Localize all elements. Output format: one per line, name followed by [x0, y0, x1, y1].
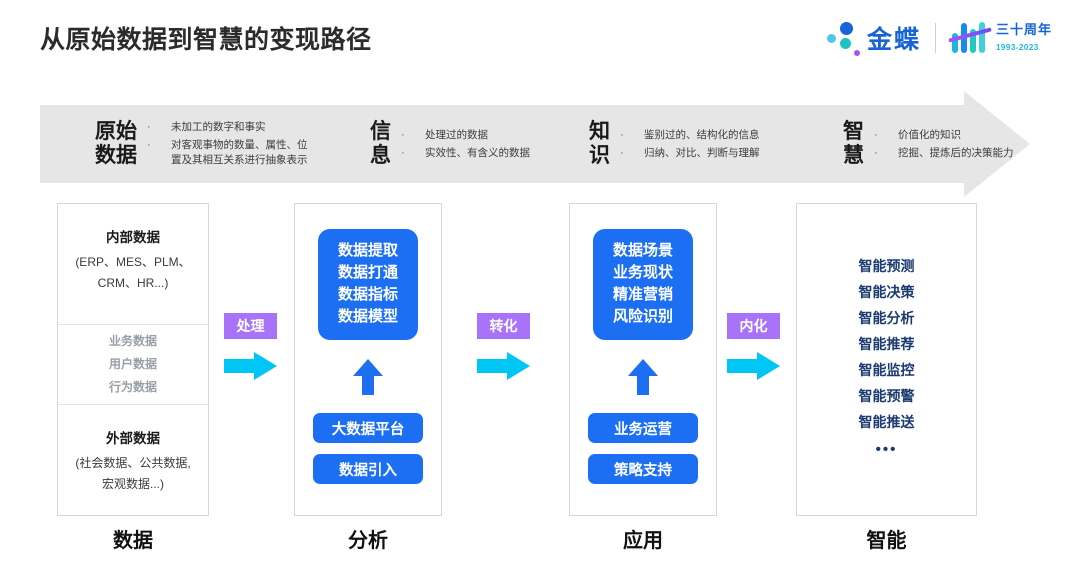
brand-logo: 金蝶 三十周年 1993-2023 — [823, 18, 1052, 58]
connector-internalization: 内化 — [727, 313, 787, 386]
column-footer-analysis: 分析 — [348, 530, 388, 552]
box-line: 业务现状 — [612, 264, 673, 281]
box-line: 风险识别 — [612, 308, 673, 325]
external-data-subtitle: (社会数据、公共数据, 宏观数据...) — [75, 456, 191, 491]
box-line: 精准营销 — [612, 286, 673, 303]
bullet-dot-icon: · — [874, 128, 878, 141]
bullet-dot-icon: · — [147, 121, 151, 133]
box-line: 数据指标 — [337, 286, 398, 303]
bullet-dot-icon: · — [401, 146, 405, 159]
kingdee-dots-icon — [823, 21, 863, 56]
column-card-application: 数据场景 业务现状 精准营销 风险识别 业务运营 策略支持 — [569, 203, 717, 516]
column-card-intelligence: 智能预测 智能决策 智能分析 智能推荐 智能监控 智能预警 智能推送 ••• — [796, 203, 977, 516]
external-data-section: 外部数据 (社会数据、公共数据, 宏观数据...) — [58, 405, 208, 515]
list-item: 用户数据 — [108, 357, 157, 371]
ellipsis-indicator: ••• — [875, 441, 898, 458]
list-item: 智能预测 — [858, 258, 915, 274]
banner-bullet: · 价值化的知识 — [874, 128, 961, 141]
right-arrow-icon — [727, 352, 780, 380]
connector-transformation: 转化 — [477, 313, 537, 386]
banner-stage-knowledge: 知 识 · 鉴别过的、结构化的信息 · 归纳、对比、判断与理解 — [589, 105, 760, 183]
list-item: 智能监控 — [858, 362, 915, 378]
bullet-dot-icon: · — [620, 128, 624, 141]
column-footer-application: 应用 — [623, 530, 663, 552]
banner-stage-information: 信 息 · 处理过的数据 · 实效性、有含义的数据 — [370, 105, 530, 183]
banner-stage-raw-data: 原始 数据 · 未加工的数字和事实 · 对客观事物的数量、属性、位 置及其相互关… — [95, 105, 308, 183]
anniversary-label: 三十周年 — [995, 22, 1052, 37]
banner-bullet: · 归纳、对比、判断与理解 — [620, 146, 760, 159]
list-item: 智能推送 — [858, 414, 915, 430]
banner-bullet: · 鉴别过的、结构化的信息 — [620, 128, 760, 141]
banner-stage-title: 知 识 — [589, 119, 610, 167]
anniversary-badge: 三十周年 1993-2023 — [948, 21, 1052, 55]
right-arrow-icon — [477, 352, 530, 380]
analysis-pill-ingest[interactable]: 数据引入 — [313, 454, 423, 484]
anniversary-years: 1993-2023 — [995, 43, 1039, 52]
bullet-dot-icon: · — [620, 146, 624, 159]
up-arrow-icon — [628, 359, 658, 395]
banner-bullet: · 实效性、有含义的数据 — [401, 146, 530, 159]
list-item: 智能分析 — [858, 310, 915, 326]
banner-stage-wisdom: 智 慧 · 价值化的知识 · 挖掘、提炼后的决策能力 — [843, 105, 1014, 183]
connector-label: 转化 — [477, 313, 530, 339]
internal-data-title: 内部数据 — [106, 230, 160, 245]
data-types-section: 业务数据 用户数据 行为数据 — [58, 324, 208, 405]
banner-stage-title: 智 慧 — [843, 119, 864, 167]
list-item: 智能预警 — [858, 388, 915, 404]
application-capability-box: 数据场景 业务现状 精准营销 风险识别 — [593, 229, 693, 340]
column-card-data: 内部数据 (ERP、MES、PLM、 CRM、HR...) 业务数据 用户数据 … — [57, 203, 209, 516]
box-line: 数据打通 — [337, 264, 398, 281]
list-item: 行为数据 — [108, 380, 157, 394]
intelligence-list: 智能预测 智能决策 智能分析 智能推荐 智能监控 智能预警 智能推送 ••• — [797, 204, 976, 465]
column-card-analysis: 数据提取 数据打通 数据指标 数据模型 大数据平台 数据引入 — [294, 203, 442, 516]
banner-bullet: · 对客观事物的数量、属性、位 置及其相互关系进行抽象表示 — [147, 139, 308, 166]
box-line: 数据场景 — [612, 242, 673, 259]
up-arrow-icon — [353, 359, 383, 395]
internal-data-subtitle: (ERP、MES、PLM、 CRM、HR...) — [75, 255, 191, 290]
bullet-dot-icon: · — [147, 139, 151, 151]
connector-label: 内化 — [727, 313, 780, 339]
application-pill-strategy[interactable]: 策略支持 — [588, 454, 698, 484]
column-footer-intelligence: 智能 — [866, 530, 907, 552]
bullet-dot-icon: · — [874, 146, 878, 159]
page-title: 从原始数据到智慧的变现路径 — [40, 26, 372, 54]
banner-bullet: · 处理过的数据 — [401, 128, 488, 141]
external-data-title: 外部数据 — [106, 431, 160, 446]
column-footer-data: 数据 — [113, 530, 153, 552]
right-arrow-icon — [224, 352, 277, 380]
connector-processing: 处理 — [224, 313, 284, 386]
connector-label: 处理 — [224, 313, 277, 339]
bullet-dot-icon: · — [401, 128, 405, 141]
list-item: 智能推荐 — [858, 336, 915, 352]
brand-name: 金蝶 — [866, 26, 921, 54]
banner-bullet: · 未加工的数字和事实 — [147, 121, 266, 133]
banner-stage-title: 原始 数据 — [95, 119, 137, 167]
list-item: 业务数据 — [108, 334, 157, 348]
analysis-pill-platform[interactable]: 大数据平台 — [313, 413, 423, 443]
box-line: 数据模型 — [337, 308, 398, 325]
dikw-banner: 原始 数据 · 未加工的数字和事实 · 对客观事物的数量、属性、位 置及其相互关… — [40, 91, 1030, 197]
analysis-capability-box: 数据提取 数据打通 数据指标 数据模型 — [318, 229, 418, 340]
brand-divider — [934, 23, 936, 53]
anniversary-mark-icon — [948, 21, 992, 55]
box-line: 数据提取 — [337, 242, 398, 259]
internal-data-section: 内部数据 (ERP、MES、PLM、 CRM、HR...) — [58, 204, 208, 324]
banner-body — [40, 105, 964, 183]
application-pill-operations[interactable]: 业务运营 — [588, 413, 698, 443]
banner-bullet: · 挖掘、提炼后的决策能力 — [874, 146, 1014, 159]
banner-stage-title: 信 息 — [370, 119, 391, 167]
list-item: 智能决策 — [858, 284, 915, 300]
banner-arrow-head — [964, 91, 1030, 197]
